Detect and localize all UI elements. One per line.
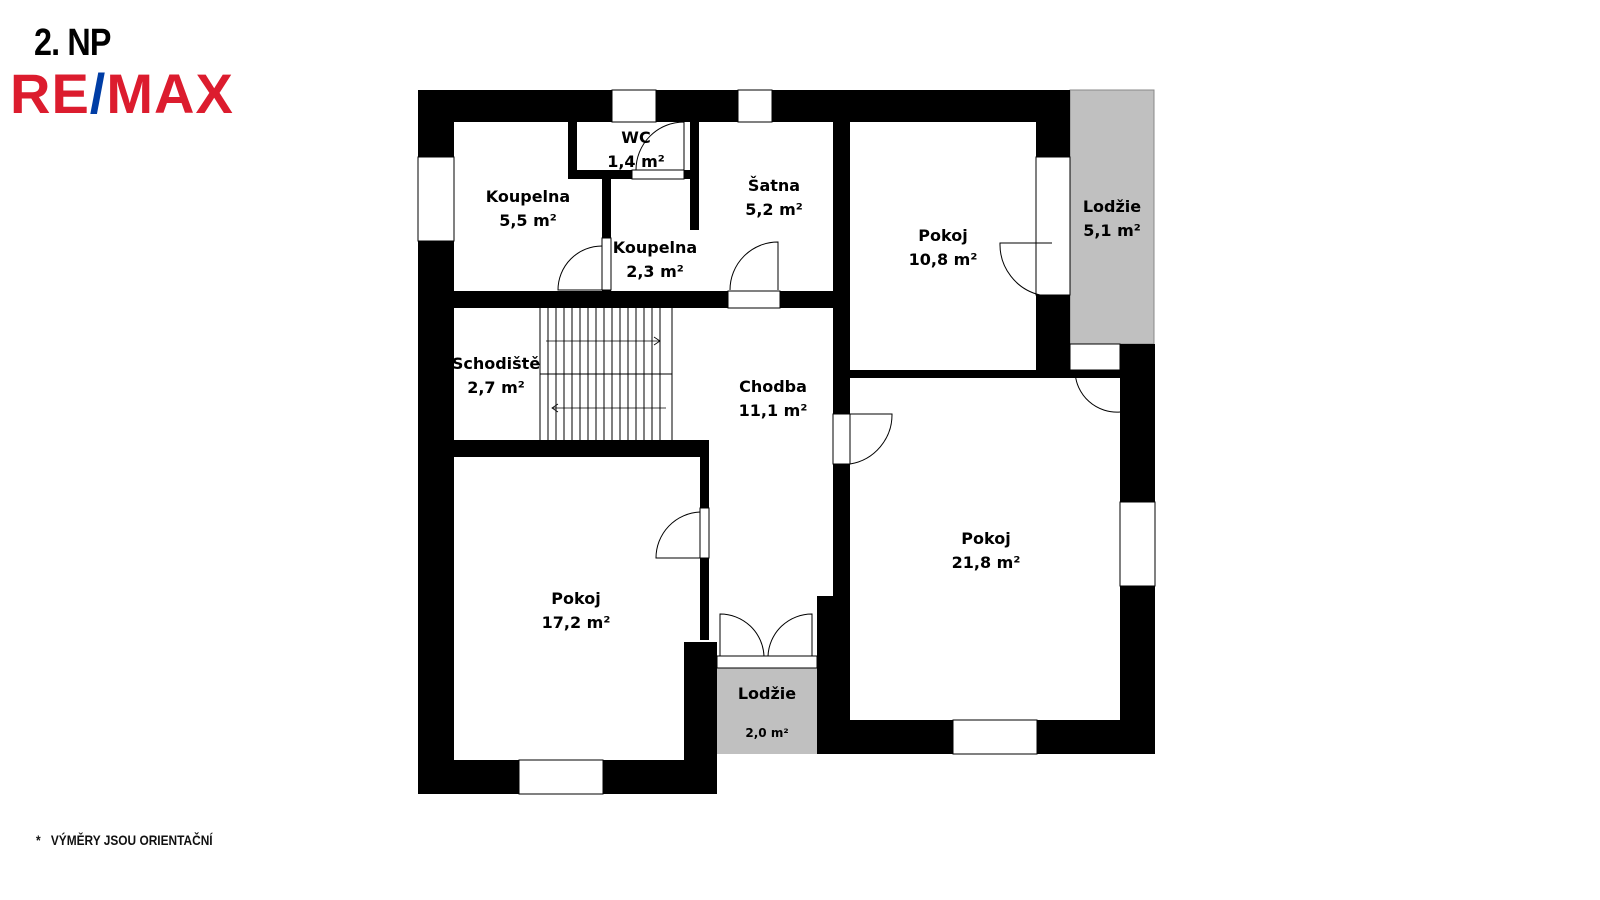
window-icon — [601, 237, 612, 291]
remax-logo: RE/MAX — [10, 62, 234, 125]
room-area-lodzie-s: 2,0 m² — [745, 726, 788, 740]
room-area-koupelna-2: 2,3 m² — [626, 262, 684, 281]
room-area-wc: 1,4 m² — [607, 152, 665, 171]
room-name-wc: WC — [621, 128, 650, 147]
room-name-koupelna-2: Koupelna — [613, 238, 697, 257]
room-area-lodzie-e: 5,1 m² — [1083, 221, 1141, 240]
room-area-schodiste: 2,7 m² — [467, 378, 525, 397]
window-icon — [737, 89, 773, 123]
window-icon — [716, 655, 818, 669]
room-name-satna: Šatna — [748, 176, 800, 195]
door-icon — [729, 241, 779, 291]
door-icon — [557, 245, 603, 291]
floor-label: 2. NP — [34, 22, 111, 64]
door-icon — [849, 413, 893, 465]
room-area-pokoj-sw: 17,2 m² — [542, 613, 611, 632]
door-icon — [1074, 371, 1121, 413]
door-icon — [655, 511, 701, 559]
room-area-satna: 5,2 m² — [745, 200, 803, 219]
room-name-koupelna-1: Koupelna — [486, 187, 570, 206]
window-icon — [417, 156, 455, 242]
room-name-pokoj-ne: Pokoj — [918, 226, 967, 245]
room-labels: WC 1,4 m² Koupelna 5,5 m² Šatna 5,2 m² K… — [452, 128, 1141, 740]
door-icon — [635, 121, 685, 171]
windows — [417, 89, 1156, 795]
window-icon — [727, 290, 781, 309]
door-icon — [999, 242, 1052, 296]
window-icon — [611, 89, 657, 123]
loggia-south — [717, 667, 817, 754]
loggia-east — [1069, 89, 1155, 345]
window-icon — [832, 413, 851, 465]
window-icon — [1119, 501, 1156, 587]
room-name-pokoj-se: Pokoj — [961, 529, 1010, 548]
window-icon — [699, 507, 710, 559]
room-area-pokoj-ne: 10,8 m² — [909, 250, 978, 269]
room-area-koupelna-1: 5,5 m² — [499, 211, 557, 230]
room-area-chodba: 11,1 m² — [739, 401, 808, 420]
window-icon — [518, 759, 604, 795]
room-area-pokoj-se: 21,8 m² — [952, 553, 1021, 572]
door-icon — [719, 613, 765, 657]
room-name-lodzie-s: Lodžie — [738, 684, 796, 703]
window-icon — [1035, 156, 1071, 296]
doors — [557, 121, 1121, 657]
window-icon — [1069, 343, 1121, 371]
window-icon — [631, 169, 685, 180]
room-name-schodiste: Schodiště — [452, 354, 541, 373]
room-name-lodzie-e: Lodžie — [1083, 197, 1141, 216]
room-name-chodba: Chodba — [739, 377, 807, 396]
staircase — [539, 308, 673, 440]
door-icon — [767, 613, 813, 657]
room-name-pokoj-sw: Pokoj — [551, 589, 600, 608]
window-icon — [952, 719, 1038, 755]
footnote: *VÝMĚRY JSOU ORIENTAČNÍ — [36, 832, 213, 848]
